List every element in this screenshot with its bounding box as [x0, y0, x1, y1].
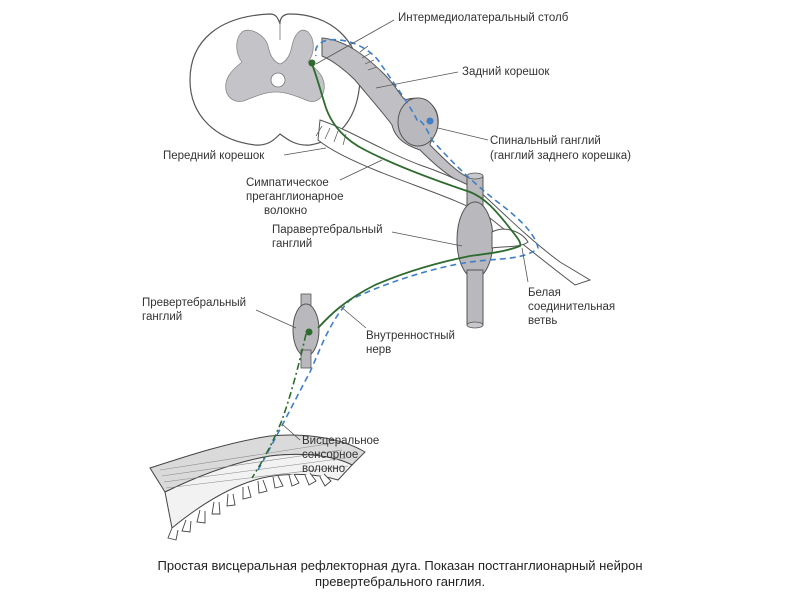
label-spinal-ganglion-sub: (ганглий заднего корешка) — [490, 150, 631, 162]
caption-line-2: превертебрального ганглия. — [314, 574, 486, 589]
label-intermediolateral: Интермедиолатеральный столб — [398, 12, 569, 24]
leader-sympathetic — [339, 159, 383, 181]
postganglionic-fiber — [251, 333, 307, 479]
ventral-root — [317, 119, 592, 286]
prevertebral-ganglion-group — [292, 293, 320, 369]
label-white-ramus-3: ветвь — [528, 315, 557, 327]
trunk-bottom-cap — [466, 321, 484, 329]
label-white-ramus-2: соединительная — [528, 301, 615, 313]
leader-splanchnic — [339, 305, 367, 329]
neuron-body-prevertebral — [305, 328, 313, 336]
gut-villi — [167, 472, 332, 541]
leader-prevertebral — [255, 309, 297, 329]
preganglionic-fiber — [311, 63, 522, 329]
label-paravertebral-2: ганглий — [272, 238, 312, 250]
dorsal-root — [321, 37, 478, 187]
gray-matter — [225, 29, 325, 102]
prevertebral-stem-lower — [300, 349, 312, 369]
fibers — [251, 38, 539, 479]
label-white-ramus-1: Белая — [528, 287, 561, 299]
label-dorsal-root: Задний корешок — [462, 66, 550, 78]
figure-caption: Простая висцеральная рефлекторная дуга. … — [0, 558, 800, 590]
central-canal — [270, 72, 286, 88]
label-ventral-root: Передний корешок — [163, 150, 265, 162]
gut-muscle-hatching — [159, 441, 349, 489]
label-paravertebral-1: Паравертебральный — [272, 224, 383, 236]
sensory-fiber — [257, 38, 539, 471]
leader-paravertebral — [391, 231, 463, 247]
leader-dorsal-root — [375, 71, 459, 89]
label-visceral-1: Висцеральное — [302, 435, 379, 447]
ventral-rootlets — [315, 125, 347, 146]
label-visceral-3: волокно — [302, 463, 345, 475]
visceral-reflex-arc-diagram: Интермедиолатеральный столб Задний кореш… — [142, 12, 631, 541]
paravertebral-ganglion-group — [456, 172, 494, 329]
prevertebral-ganglion — [292, 303, 320, 357]
label-spinal-ganglion: Спинальный ганглий — [490, 135, 601, 147]
dorsal-root-group — [321, 37, 478, 187]
label-sympathetic-1: Симпатическое — [246, 177, 329, 189]
sympathetic-trunk-lower — [466, 269, 484, 326]
ventral-root-group — [315, 119, 592, 286]
caption-line-1: Простая висцеральная рефлекторная дуга. … — [157, 558, 643, 573]
leader-white-ramus — [521, 247, 529, 283]
spinal-ganglion — [397, 97, 439, 147]
label-prevertebral-2: ганглий — [142, 311, 182, 323]
trunk-top-cap — [466, 172, 484, 180]
paravertebral-ganglion — [456, 201, 494, 279]
leader-intermediolateral — [315, 19, 395, 65]
label-splanchnic-1: Внутренностный — [366, 330, 455, 342]
label-sympathetic-3: волокно — [264, 205, 307, 217]
label-splanchnic-2: нерв — [366, 344, 391, 356]
visceral-tissue — [149, 434, 366, 541]
label-prevertebral-1: Превертебральный — [142, 297, 246, 309]
white-ramus — [491, 228, 529, 249]
neuron-body-spinal-ganglion — [426, 117, 434, 125]
labels: Интермедиолатеральный столб Задний кореш… — [142, 12, 631, 475]
leader-lines — [255, 19, 529, 441]
gut-mucosa — [164, 453, 353, 529]
leader-visceral — [281, 423, 301, 441]
leader-spinal-ganglion — [437, 127, 489, 141]
leader-ventral-root — [283, 147, 327, 156]
neuron-body-ilc — [308, 59, 316, 67]
label-visceral-2: сенсорное — [302, 449, 358, 461]
label-sympathetic-2: преганглионарное — [246, 191, 343, 203]
